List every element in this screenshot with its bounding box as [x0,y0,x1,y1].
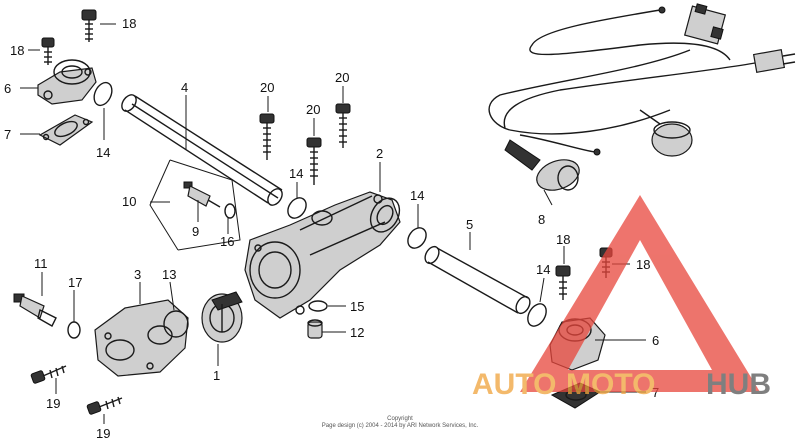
washer-16 [224,203,236,219]
callout-2: 2 [376,146,383,161]
thermostat-1 [201,291,243,343]
o-ring-14-left [93,81,113,107]
callout-20c: 20 [335,70,349,85]
ring-15 [308,300,328,312]
o-ring-13 [163,310,189,338]
collar-12 [307,319,323,339]
bolt-19-a [30,365,67,384]
housing-2 [244,191,401,319]
callout-11: 11 [34,256,48,271]
callout-7b: 7 [652,385,659,400]
switch-11 [13,293,57,327]
callout-14b: 14 [289,166,303,181]
callout-15: 15 [350,299,364,314]
pipe-4 [121,94,283,206]
o-ring-14-center-right [407,227,427,249]
callout-20b: 20 [306,102,320,117]
harness-8 [488,3,796,191]
callout-3: 3 [134,267,141,282]
watermark-moto: MOTO [566,368,655,401]
callout-14d: 14 [536,262,550,277]
elbow-6-left [37,59,97,105]
callout-18d: 18 [636,257,650,272]
callout-10: 10 [122,194,136,209]
gasket-7-left [38,114,94,146]
copyright-line2: Page design (c) 2004 - 2014 by ARI Netwo… [322,423,479,429]
watermark-triangle-icon [520,195,760,392]
callout-8: 8 [538,212,545,227]
callout-16: 16 [220,234,234,249]
o-ring-14-right [527,303,547,327]
leader-lines [20,23,646,424]
watermark-hub: HUB [706,368,771,401]
callout-14c: 14 [410,188,424,203]
callout-7a: 7 [4,127,11,142]
bolt-20-b [306,137,322,185]
callout-19a: 19 [46,396,60,411]
bolt-18-top [81,9,97,42]
callout-6b: 6 [652,333,659,348]
bolt-18-right-a [555,265,571,300]
copyright: Copyright Page design (c) 2004 - 2014 by… [322,416,479,429]
washer-17 [67,321,81,339]
callout-19b: 19 [96,426,110,441]
bolt-20-c [335,103,351,148]
bolt-19-b [86,396,123,415]
callout-5: 5 [466,217,473,232]
callout-1: 1 [213,368,220,383]
callout-18c: 18 [556,232,570,247]
callout-4: 4 [181,80,188,95]
callout-18a: 18 [122,16,136,31]
watermark: AUTO MOTO HUB [472,195,771,401]
callout-14a: 14 [96,145,110,160]
o-ring-14-center-left [287,197,307,219]
copyright-line1: Copyright [387,416,413,422]
callout-6a: 6 [4,81,11,96]
sensor-9 [183,181,221,208]
watermark-auto: AUTO [472,368,556,401]
callout-18b: 18 [10,43,24,58]
callout-9: 9 [192,224,199,239]
group-10-bracket [149,159,241,251]
bolt-18-left [41,37,55,65]
callout-20a: 20 [260,80,274,95]
callout-17: 17 [68,275,82,290]
callout-13: 13 [162,267,176,282]
bolt-20-a [259,113,275,160]
pipe-5 [424,245,531,315]
callout-labels: 18 18 6 7 14 4 20 20 20 2 14 14 5 14 8 1… [4,16,659,441]
callout-12: 12 [350,325,364,340]
